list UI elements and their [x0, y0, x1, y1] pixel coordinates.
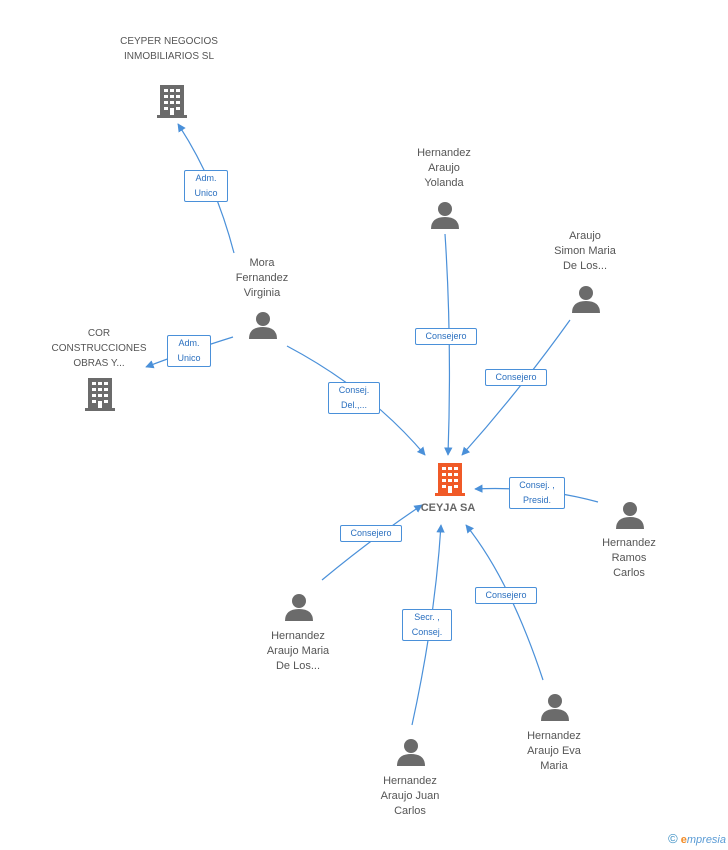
person-icon-simon [572, 286, 600, 313]
edge-label-line: Consej. [338, 385, 370, 395]
name-line: Hernandez [602, 537, 656, 549]
name-line: Araujo Juan [380, 790, 440, 802]
name-line: Ramos [611, 552, 647, 564]
company-label-cor[interactable]: COR CONSTRUCCIONES OBRAS Y... [34, 326, 164, 371]
edge-label-line: Consejero [350, 528, 392, 538]
name-line: Yolanda [424, 177, 464, 189]
company-label-ceyper[interactable]: CEYPER NEGOCIOS INMOBILIARIOS SL [104, 34, 234, 64]
cor-line-2: CONSTRUCCIONES [51, 343, 147, 354]
name-line: Carlos [613, 567, 645, 579]
person-label-ramos[interactable]: Hernandez Ramos Carlos [564, 536, 694, 581]
person-label-yolanda[interactable]: Hernandez Araujo Yolanda [379, 146, 509, 191]
edge-label-line: Unico [177, 353, 201, 363]
cor-line-3: OBRAS Y... [73, 358, 125, 369]
building-icon-ceyper [157, 85, 187, 118]
name-line: Hernandez [417, 147, 471, 159]
name-line: Carlos [394, 805, 426, 817]
edge-label-mora-ceyper[interactable]: Adm. Unico [184, 170, 228, 202]
name-line: De Los... [562, 260, 608, 272]
building-icon-ceyja [435, 463, 465, 496]
brand-name: empresia [681, 834, 726, 846]
person-icon-mora [249, 312, 277, 339]
edge-label-line: Consejero [425, 331, 467, 341]
person-icon-eva [541, 694, 569, 721]
edge-label-eva-ceyja[interactable]: Consejero [475, 587, 537, 604]
edge-label-maria-ceyja[interactable]: Consejero [340, 525, 402, 542]
name-line: Mora [249, 257, 275, 269]
name-line: Fernandez [235, 272, 289, 284]
edge-label-line: Consej. [411, 627, 443, 637]
edge-label-mora-cor[interactable]: Adm. Unico [167, 335, 211, 367]
edge-label-line: Adm. [178, 338, 200, 348]
edge-label-line: Unico [194, 188, 218, 198]
name-line: Hernandez [527, 730, 581, 742]
edge-label-juan-ceyja[interactable]: Secr. , Consej. [402, 609, 452, 641]
person-label-mora[interactable]: Mora Fernandez Virginia [197, 256, 327, 301]
main-company-name: CEYJA SA [420, 502, 476, 514]
name-line: Simon Maria [554, 245, 616, 257]
edge-label-line: Presid. [522, 495, 551, 505]
name-line: Hernandez [383, 775, 437, 787]
person-label-juan[interactable]: Hernandez Araujo Juan Carlos [345, 774, 475, 819]
name-line: Araujo [428, 162, 460, 174]
cor-line-1: COR [87, 328, 111, 339]
edge-label-line: Consejero [485, 590, 527, 600]
empresia-watermark[interactable]: © empresia [668, 831, 726, 846]
person-icon-ramos [616, 502, 644, 529]
edge-label-line: Del.,... [340, 400, 367, 410]
main-company-label[interactable]: CEYJA SA [383, 501, 513, 516]
name-line: Virginia [243, 287, 281, 299]
edge-label-line: Consej. , [519, 480, 555, 490]
brand-e: e [680, 834, 687, 846]
name-line: Maria [540, 760, 568, 772]
brand-rest: mpresia [686, 834, 726, 846]
person-label-eva[interactable]: Hernandez Araujo Eva Maria [489, 729, 619, 774]
person-label-simon[interactable]: Araujo Simon Maria De Los... [520, 229, 650, 274]
edge-label-simon-ceyja[interactable]: Consejero [485, 369, 547, 386]
edge-label-yolanda-ceyja[interactable]: Consejero [415, 328, 477, 345]
person-icon-juan [397, 739, 425, 766]
edge-label-mora-ceyja[interactable]: Consej. Del.,... [328, 382, 380, 414]
person-icon-maria-de-los [285, 594, 313, 621]
edge-maria-ceyja [321, 504, 423, 581]
person-icon-yolanda [431, 202, 459, 229]
copyright-icon: © [668, 831, 678, 846]
edge-label-line: Adm. [195, 173, 217, 183]
edge-label-ramos-ceyja[interactable]: Consej. , Presid. [509, 477, 565, 509]
ceyper-name: CEYPER NEGOCIOS INMOBILIARIOS SL [120, 36, 218, 62]
name-line: De Los... [275, 660, 321, 672]
edge-simon-ceyja [461, 319, 571, 456]
name-line: Araujo Maria [266, 645, 330, 657]
name-line: Hernandez [271, 630, 325, 642]
person-label-maria-de-los[interactable]: Hernandez Araujo Maria De Los... [233, 629, 363, 674]
name-line: Araujo Eva [527, 745, 581, 757]
name-line: Araujo [569, 230, 601, 242]
edge-label-line: Consejero [495, 372, 537, 382]
building-icon-cor [85, 378, 115, 411]
edge-label-line: Secr. , [414, 612, 440, 622]
